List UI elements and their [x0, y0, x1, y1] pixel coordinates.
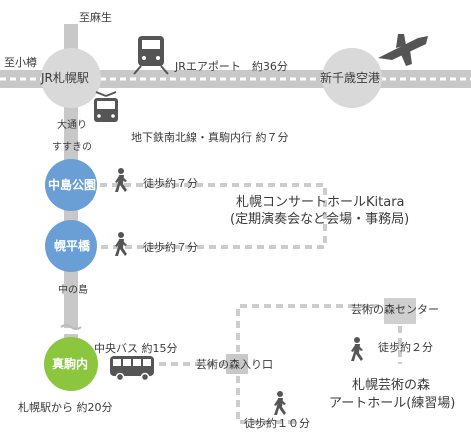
- airport-line-label: JRエアポート 約36分: [175, 60, 288, 73]
- train-icon: [133, 36, 169, 75]
- walker-icon: [351, 337, 363, 361]
- art-hall-name-label: 札幌芸術の森: [352, 378, 431, 393]
- makomanai-label: 真駒内: [52, 357, 89, 371]
- walker-icon: [274, 391, 286, 415]
- sapporo-station-node[interactable]: [41, 48, 101, 108]
- nakajima-koen-label: 中島公園: [48, 178, 97, 192]
- walk-nakajima-label: 徒歩約７分: [143, 177, 198, 190]
- nakajima-koen-station-node[interactable]: [45, 159, 97, 211]
- west-terminal-label: 至小樽: [4, 56, 37, 69]
- new-chitose-airport-node[interactable]: [322, 48, 382, 108]
- horohira-bashi-station-node[interactable]: [45, 220, 97, 272]
- horohira-bashi-label: 幌平橋: [54, 239, 91, 253]
- subway-line-label: 地下鉄南北線・真駒内行 約７分: [131, 131, 289, 144]
- walker-icon: [115, 232, 127, 256]
- bus-icon: [110, 356, 154, 382]
- north-terminal-label: 至麻生: [79, 11, 112, 24]
- walk-center-label: 徒歩約２分: [378, 341, 433, 354]
- kitara-note-label: (定期演奏会など会場・事務局): [230, 212, 410, 227]
- airplane-icon: [378, 34, 428, 66]
- walk-entrance-label: 徒歩約１０分: [244, 417, 310, 430]
- art-forest-center-label: 芸術の森センター: [351, 303, 439, 316]
- kitara-name-label: 札幌コンサートホールKitara: [236, 195, 405, 210]
- walk-horohira-label: 徒歩約７分: [143, 241, 198, 254]
- art-forest-entrance-marker: [226, 354, 248, 374]
- art-forest-center-marker: [384, 298, 416, 324]
- walker-icon: [115, 168, 127, 192]
- nakanoshima-label: 中の島: [58, 285, 88, 296]
- susukino-label: すすきの: [52, 142, 92, 153]
- route-break-symbol: [60, 324, 82, 330]
- from-sapporo-label: 札幌駅から 約20分: [18, 401, 113, 414]
- makomanai-station-node[interactable]: [44, 337, 98, 391]
- art-hall-note-label: アートホール(練習場): [329, 396, 456, 411]
- sapporo-station-label: JR札幌駅: [41, 71, 89, 85]
- bus-line-label: 中央バス 約15分: [94, 342, 178, 355]
- new-chitose-label: 新千歳空港: [320, 71, 381, 85]
- odori-label: 大通り: [57, 120, 87, 131]
- tram-icon: [94, 91, 118, 122]
- art-forest-entrance-label: 芸術の森入り口: [196, 358, 273, 371]
